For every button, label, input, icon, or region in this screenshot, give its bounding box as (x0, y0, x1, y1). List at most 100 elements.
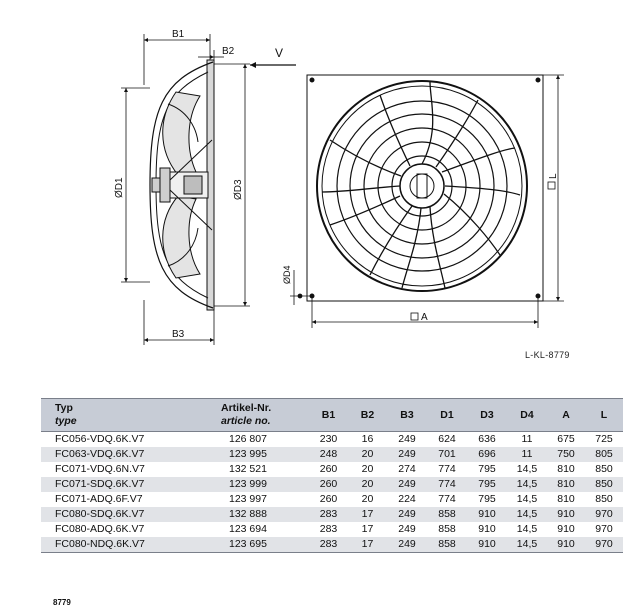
cell-type: FC080-NDQ.6K.V7 (41, 537, 201, 553)
cell-a: 810 (547, 477, 585, 492)
cell-b1: 260 (319, 463, 338, 475)
d1-label: ØD1 (114, 177, 125, 198)
a-square-symbol (410, 312, 419, 321)
cell-b1: 283 (319, 523, 338, 535)
header-b1: B1 (309, 398, 348, 432)
cell-d1: 774 (438, 463, 456, 475)
cell-b3: 249 (387, 447, 427, 462)
cell-l: 970 (585, 507, 623, 522)
cell-d1: 624 (438, 433, 456, 445)
cell-b2: 20 (361, 463, 374, 475)
fan-side-view (149, 59, 215, 311)
cell-b1: 248 (309, 447, 348, 462)
cell-l: 850 (595, 493, 613, 505)
specification-table: Typ type Artikel-Nr. article no. B1 B2 B… (41, 398, 623, 553)
v-label: V (275, 46, 283, 60)
cell-type: FC056-VDQ.6K.V7 (55, 433, 145, 445)
cell-l: 970 (595, 523, 613, 535)
cell-article: 132 521 (229, 463, 267, 475)
header-type-de: Typ (55, 402, 73, 414)
table-row: FC071-ADQ.6F.V7 123 997 260 20 224 774 7… (41, 492, 623, 507)
cell-article: 123 999 (201, 477, 309, 492)
header-type-en: type (55, 415, 77, 427)
cell-a: 750 (547, 447, 585, 462)
header-b2: B2 (348, 398, 387, 432)
header-d1: D1 (427, 398, 467, 432)
table-row: FC080-ADQ.6K.V7 123 694 283 17 249 858 9… (41, 522, 623, 537)
cell-b3: 249 (398, 433, 416, 445)
cell-d4: 14,5 (516, 463, 538, 475)
l-square-symbol (547, 181, 556, 190)
d3-label: ØD3 (233, 179, 244, 200)
cell-type: FC080-ADQ.6K.V7 (55, 523, 145, 535)
cell-b1: 260 (309, 477, 348, 492)
b1-label: B1 (172, 29, 185, 40)
cell-b3: 274 (398, 463, 416, 475)
fan-front-view (306, 74, 544, 302)
cell-l: 805 (585, 447, 623, 462)
header-l: L (585, 398, 623, 432)
cell-a: 675 (557, 433, 575, 445)
cell-article: 123 694 (229, 523, 267, 535)
cell-article: 132 888 (201, 507, 309, 522)
table-row: FC056-VDQ.6K.V7 126 807 230 16 249 624 6… (41, 432, 623, 448)
cell-d3: 636 (478, 433, 496, 445)
side-dimensions (121, 34, 296, 345)
header-b3: B3 (387, 398, 427, 432)
header-d3: D3 (467, 398, 507, 432)
header-type: Typ type (41, 398, 201, 432)
cell-b2: 17 (348, 507, 387, 522)
a-label: A (421, 312, 428, 323)
cell-b1: 283 (309, 507, 348, 522)
cell-l: 970 (585, 537, 623, 553)
d4-label: ØD4 (282, 265, 292, 284)
cell-b3: 249 (387, 507, 427, 522)
table-row: FC080-SDQ.6K.V7 132 888 283 17 249 858 9… (41, 507, 623, 522)
cell-b3: 249 (398, 523, 416, 535)
cell-article: 123 995 (201, 447, 309, 462)
header-a: A (547, 398, 585, 432)
cell-b1: 260 (319, 493, 338, 505)
cell-d3: 910 (467, 507, 507, 522)
cell-type: FC071-SDQ.6K.V7 (41, 477, 201, 492)
cell-a: 910 (557, 523, 575, 535)
cell-d3: 795 (467, 477, 507, 492)
b2-label: B2 (222, 46, 235, 57)
cell-l: 725 (595, 433, 613, 445)
drawing-reference: L-KL-8779 (525, 350, 570, 360)
cell-b2: 17 (361, 523, 374, 535)
cell-type: FC063-VDQ.6K.V7 (41, 447, 201, 462)
cell-d4: 11 (507, 447, 547, 462)
cell-article: 126 807 (229, 433, 267, 445)
header-article-en: article no. (221, 415, 271, 427)
cell-d1: 858 (438, 523, 456, 535)
cell-article: 123 695 (201, 537, 309, 553)
cell-b1: 283 (309, 537, 348, 553)
cell-b3: 249 (387, 537, 427, 553)
cell-d4: 14,5 (507, 537, 547, 553)
front-dimensions (290, 74, 564, 328)
table-footnote: 8779 (53, 598, 71, 607)
cell-d3: 910 (478, 523, 496, 535)
cell-l: 850 (595, 463, 613, 475)
cell-type: FC071-VDQ.6N.V7 (55, 463, 145, 475)
cell-d3: 910 (467, 537, 507, 553)
cell-d3: 696 (467, 447, 507, 462)
cell-b2: 16 (361, 433, 374, 445)
cell-d1: 701 (427, 447, 467, 462)
cell-d3: 795 (478, 493, 496, 505)
cell-a: 810 (557, 493, 575, 505)
cell-a: 910 (547, 537, 585, 553)
cell-b2: 20 (348, 447, 387, 462)
cell-b1: 230 (319, 433, 338, 445)
cell-type: FC071-ADQ.6F.V7 (55, 493, 143, 505)
cell-article: 123 997 (229, 493, 267, 505)
cell-b2: 20 (348, 477, 387, 492)
table-row: FC080-NDQ.6K.V7 123 695 283 17 249 858 9… (41, 537, 623, 553)
cell-d1: 774 (427, 477, 467, 492)
table-row: FC071-VDQ.6N.V7 132 521 260 20 274 774 7… (41, 462, 623, 477)
header-article: Artikel-Nr. article no. (201, 398, 309, 432)
cell-type: FC080-SDQ.6K.V7 (41, 507, 201, 522)
cell-d1: 858 (427, 507, 467, 522)
table-row: FC063-VDQ.6K.V7 123 995 248 20 249 701 6… (41, 447, 623, 462)
